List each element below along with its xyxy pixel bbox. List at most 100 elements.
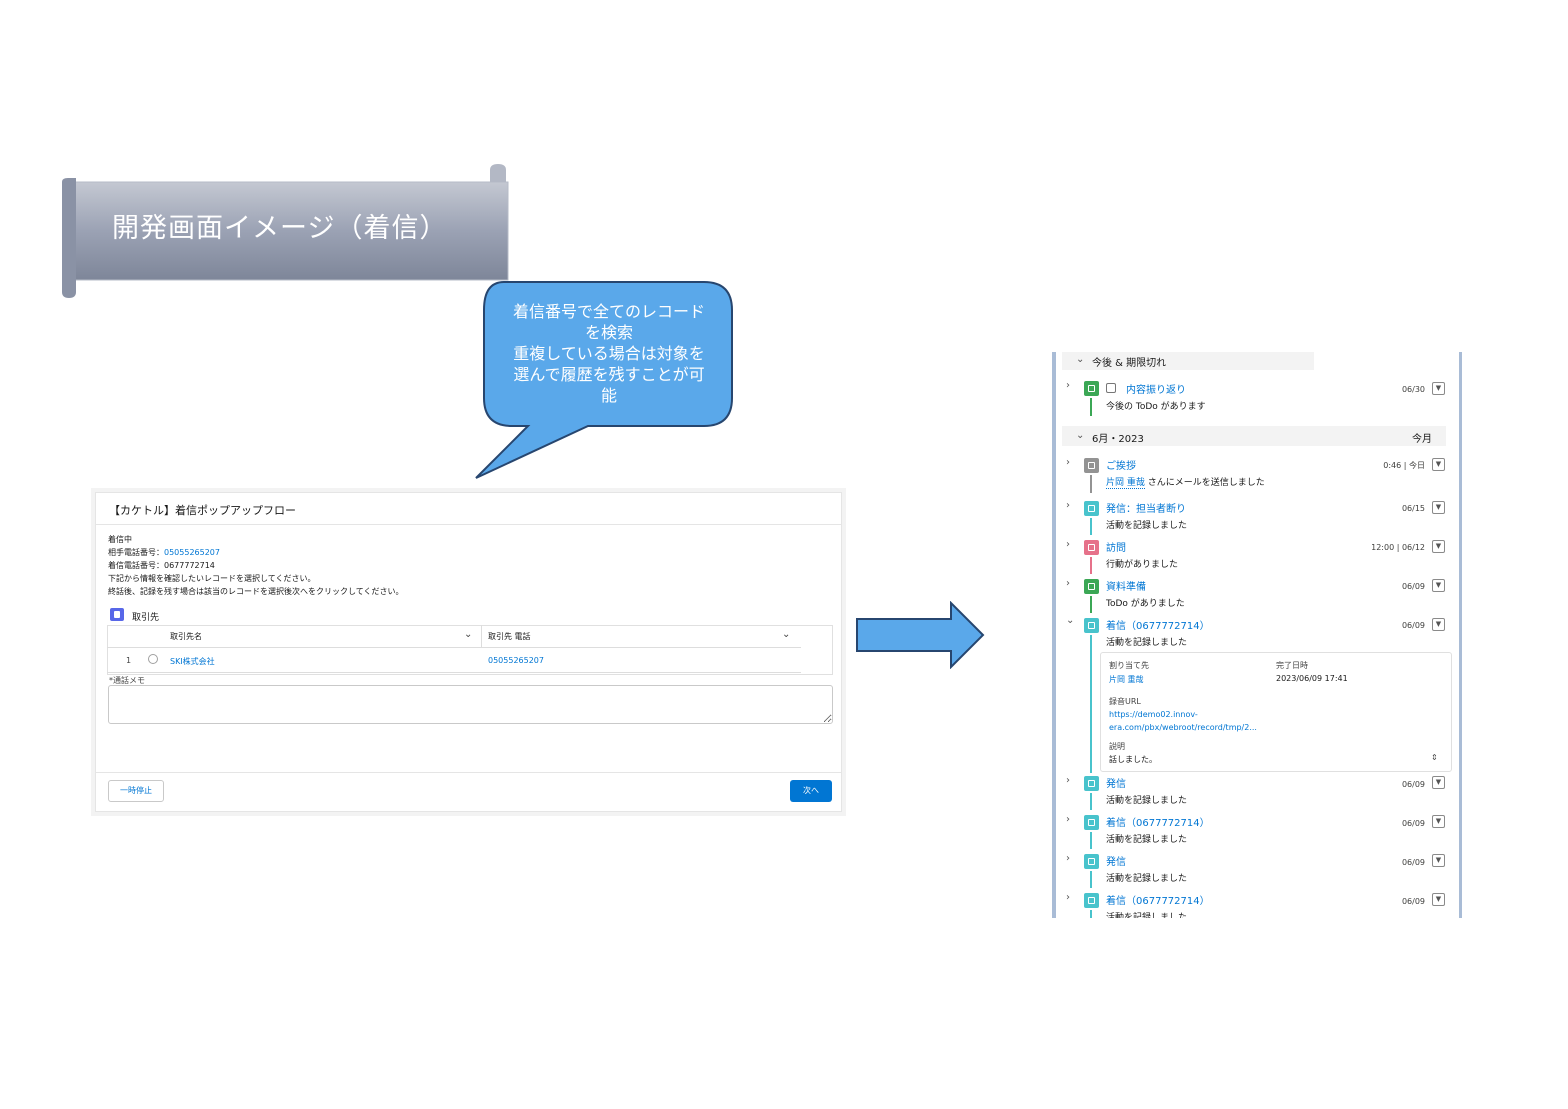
task-icon bbox=[1084, 579, 1099, 594]
activity-title[interactable]: 訪問 bbox=[1106, 543, 1126, 554]
dropdown-icon[interactable]: ▼ bbox=[1432, 501, 1445, 514]
chevron-right-icon[interactable]: › bbox=[1066, 853, 1070, 864]
activity-timeline: ⌄ 今後 & 期限切れ › 内容振り返り 今後の ToDo があります 06/3… bbox=[1052, 352, 1462, 918]
instruction-text-2: 終話後、記録を残す場合は該当のレコードを選択後次へをクリックしてください。 bbox=[108, 587, 404, 596]
chevron-down-icon[interactable]: ⌄ bbox=[1076, 430, 1085, 441]
incoming-number: 0677772714 bbox=[164, 561, 215, 570]
timeline-line bbox=[1090, 398, 1092, 416]
dropdown-icon[interactable]: ▼ bbox=[1432, 618, 1445, 631]
activity-date: 06/09 bbox=[1401, 819, 1425, 828]
chevron-right-icon[interactable]: › bbox=[1066, 814, 1070, 825]
popup-title: 【カケトル】着信ポップアップフロー bbox=[109, 504, 296, 517]
object-label: 取引先 bbox=[132, 613, 160, 623]
dropdown-icon[interactable]: ▼ bbox=[1432, 776, 1445, 789]
row-index: 1 bbox=[126, 656, 132, 665]
call-icon bbox=[1084, 815, 1099, 830]
next-button[interactable]: 次へ bbox=[790, 780, 832, 802]
timeline-line bbox=[1090, 557, 1092, 574]
section-month[interactable]: ⌄ 6月・2023 今月 bbox=[1062, 426, 1446, 446]
assignee-link[interactable]: 片岡 重哉 bbox=[1109, 675, 1144, 684]
chevron-down-icon[interactable]: ⌄ bbox=[1066, 615, 1075, 626]
right-arrow bbox=[856, 601, 985, 669]
chevron-right-icon[interactable]: › bbox=[1066, 500, 1070, 511]
activity-title[interactable]: ご挨拶 bbox=[1106, 461, 1136, 472]
popup-header bbox=[95, 492, 842, 525]
activity-subtitle: 活動を記録しました bbox=[1106, 913, 1188, 918]
recording-url-line2[interactable]: era.com/pbx/webroot/record/tmp/2... bbox=[1109, 723, 1257, 732]
dropdown-icon[interactable]: ▼ bbox=[1432, 579, 1445, 592]
row-select-radio[interactable] bbox=[148, 654, 158, 664]
activity-date: 06/09 bbox=[1401, 897, 1425, 906]
dropdown-icon[interactable]: ▼ bbox=[1432, 854, 1445, 867]
table-row-divider bbox=[107, 672, 801, 673]
activity-subtitle: 活動を記録しました bbox=[1106, 638, 1188, 648]
callout-line: 能 bbox=[600, 386, 617, 405]
activity-title[interactable]: 発信 bbox=[1106, 857, 1126, 868]
activity-title[interactable]: 資料準備 bbox=[1106, 582, 1146, 593]
activity-title[interactable]: 発信 bbox=[1106, 779, 1126, 790]
dropdown-icon[interactable]: ▼ bbox=[1432, 458, 1445, 471]
email-icon bbox=[1084, 458, 1099, 473]
callout-text: 着信番号で全てのレコード を検索 重複している場合は対象を 選んで履歴を残すこと… bbox=[498, 301, 720, 406]
pause-button[interactable]: 一時停止 bbox=[108, 780, 164, 802]
activity-title[interactable]: 着信（0677772714） bbox=[1106, 621, 1210, 632]
footer-divider bbox=[95, 772, 842, 773]
activity-subtitle: ToDo がありました bbox=[1106, 599, 1185, 609]
activity-detail-card: 割り当て先 片岡 重哉 完了日時 2023/06/09 17:41 録音URL … bbox=[1100, 652, 1452, 772]
timeline-line bbox=[1090, 871, 1092, 888]
title-banner bbox=[62, 164, 509, 298]
chevron-right-icon[interactable]: › bbox=[1066, 380, 1070, 391]
callout-line: 着信番号で全てのレコード bbox=[512, 302, 705, 321]
chevron-down-icon[interactable]: ⌄ bbox=[464, 629, 473, 640]
chevron-right-icon[interactable]: › bbox=[1066, 457, 1070, 468]
chevron-right-icon[interactable]: › bbox=[1066, 775, 1070, 786]
timeline-line bbox=[1090, 596, 1092, 613]
callout-line: 選んで履歴を残すことが可 bbox=[513, 365, 705, 384]
chevron-down-icon[interactable]: ⌄ bbox=[782, 629, 791, 640]
chevron-right-icon[interactable]: › bbox=[1066, 539, 1070, 550]
call-memo-input[interactable] bbox=[108, 685, 833, 724]
caller-number-label: 相手電話番号： bbox=[108, 548, 164, 557]
activity-title[interactable]: 着信（0677772714） bbox=[1106, 818, 1210, 829]
dropdown-icon[interactable]: ▼ bbox=[1432, 893, 1445, 906]
account-icon bbox=[110, 608, 124, 621]
column-header-name[interactable]: 取引先名 bbox=[170, 632, 202, 641]
incoming-number-line: 着信電話番号：0677772714 bbox=[108, 561, 215, 571]
dropdown-icon[interactable]: ▼ bbox=[1432, 382, 1445, 395]
task-checkbox[interactable] bbox=[1106, 383, 1116, 393]
activity-title[interactable]: 発信：担当者断り bbox=[1106, 504, 1186, 515]
banner-title: 開発画面イメージ（着信） bbox=[112, 213, 448, 244]
activity-title[interactable]: 内容振り返り bbox=[1126, 385, 1186, 396]
account-name-link[interactable]: SKI株式会社 bbox=[170, 657, 215, 666]
chevron-right-icon[interactable]: › bbox=[1066, 892, 1070, 903]
recording-url-line1[interactable]: https://demo02.innov- bbox=[1109, 710, 1198, 719]
activity-subtitle: 活動を記録しました bbox=[1106, 521, 1188, 531]
records-table bbox=[107, 625, 833, 675]
activity-subtitle-text: さんにメールを送信しました bbox=[1147, 478, 1265, 488]
chevron-down-icon[interactable]: ⌄ bbox=[1076, 354, 1085, 365]
task-icon bbox=[1084, 381, 1099, 396]
section-upcoming[interactable]: ⌄ 今後 & 期限切れ bbox=[1062, 352, 1314, 370]
description-value: 話しました。 bbox=[1109, 755, 1157, 764]
activity-date: 06/09 bbox=[1401, 858, 1425, 867]
activity-subtitle: 活動を記録しました bbox=[1106, 874, 1188, 884]
completed-label: 完了日時 bbox=[1276, 661, 1308, 670]
column-divider bbox=[481, 625, 482, 648]
description-label: 説明 bbox=[1109, 742, 1125, 751]
callout-line: を検索 bbox=[584, 323, 633, 342]
activity-title[interactable]: 着信（0677772714） bbox=[1106, 896, 1210, 907]
dropdown-icon[interactable]: ▼ bbox=[1432, 815, 1445, 828]
calendar-icon bbox=[1084, 540, 1099, 555]
callout-line: 重複している場合は対象を bbox=[513, 344, 705, 363]
call-icon bbox=[1084, 854, 1099, 869]
chevron-right-icon[interactable]: › bbox=[1066, 578, 1070, 589]
timeline-line bbox=[1090, 832, 1092, 849]
user-link[interactable]: 片岡 重哉 bbox=[1106, 478, 1145, 489]
assignee-label: 割り当て先 bbox=[1109, 661, 1149, 670]
expand-toggle-icon[interactable]: ⇕ bbox=[1431, 753, 1438, 762]
account-phone-link[interactable]: 05055265207 bbox=[488, 656, 544, 665]
incoming-number-label: 着信電話番号： bbox=[108, 561, 164, 570]
caller-number: 05055265207 bbox=[164, 548, 220, 557]
dropdown-icon[interactable]: ▼ bbox=[1432, 540, 1445, 553]
column-header-phone[interactable]: 取引先 電話 bbox=[488, 632, 531, 641]
